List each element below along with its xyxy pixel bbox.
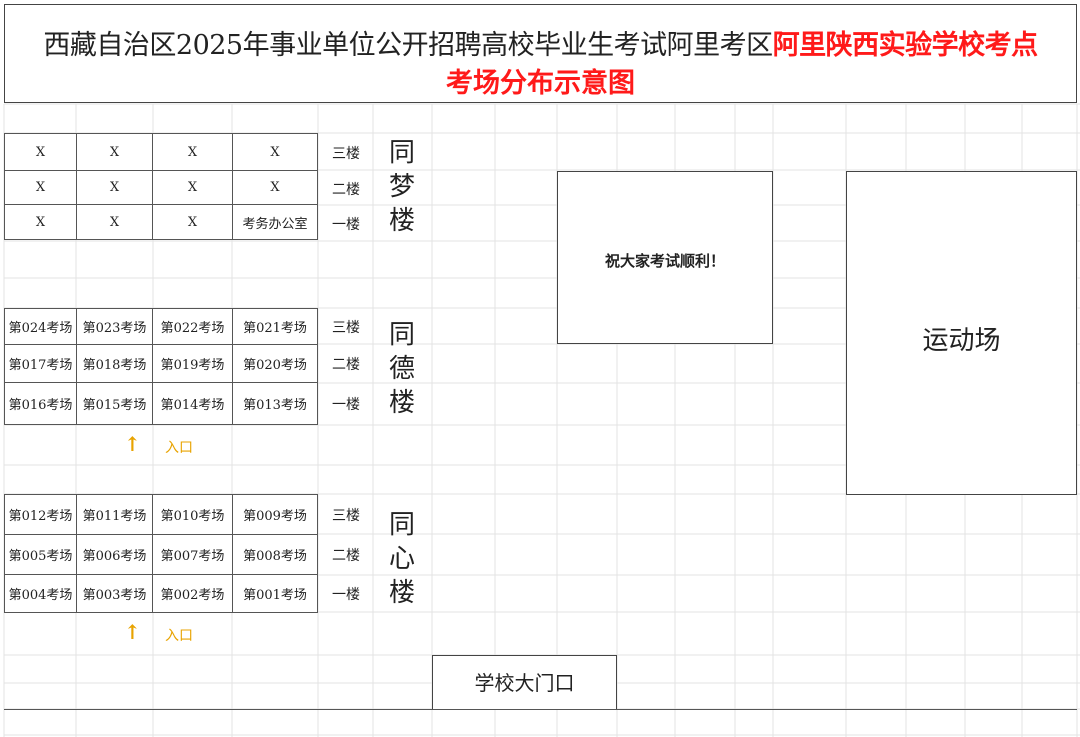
- room-cell: 第005考场: [4, 534, 77, 575]
- room-cell: X: [152, 204, 233, 240]
- floor-row-3: 第024考场 第023考场 第022考场 第021考场: [4, 308, 318, 345]
- room-cell: 第020考场: [232, 344, 318, 383]
- room-cell: X: [76, 204, 153, 240]
- floor-row-3: X X X X: [4, 133, 318, 171]
- room-cell: 第007考场: [152, 534, 233, 575]
- floor-row-1: X X X 考务办公室: [4, 204, 318, 240]
- building-name-char: 梦: [388, 172, 415, 202]
- good-luck-message-box: 祝大家考试顺利！: [557, 171, 773, 344]
- room-cell: 第017考场: [4, 344, 77, 383]
- building-name-char: 德: [388, 354, 415, 384]
- room-cell: 第019考场: [152, 344, 233, 383]
- room-cell: 第006考场: [76, 534, 153, 575]
- building-name-char: 楼: [388, 578, 415, 608]
- title-line-1: 西藏自治区2025年事业单位公开招聘高校毕业生考试阿里考区阿里陕西实验学校考点: [5, 23, 1076, 62]
- room-cell: 第009考场: [232, 494, 318, 535]
- floor-label: 二楼: [332, 548, 360, 564]
- room-cell: X: [152, 170, 233, 205]
- room-cell: 第011考场: [76, 494, 153, 535]
- room-cell: X: [232, 170, 318, 205]
- room-cell: 第002考场: [152, 574, 233, 613]
- floor-row-1: 第004考场 第003考场 第002考场 第001考场: [4, 574, 318, 613]
- floor-row-1: 第016考场 第015考场 第014考场 第013考场: [4, 382, 318, 425]
- room-cell: X: [76, 133, 153, 171]
- floor-label: 一楼: [332, 587, 360, 603]
- room-cell: 第022考场: [152, 308, 233, 345]
- room-cell: 第001考场: [232, 574, 318, 613]
- floor-label: 三楼: [332, 146, 360, 162]
- floor-row-2: X X X X: [4, 170, 318, 205]
- floor-label: 三楼: [332, 320, 360, 336]
- title-red-text: 阿里陕西实验学校考点: [772, 30, 1039, 61]
- room-cell: 第004考场: [4, 574, 77, 613]
- room-cell: X: [4, 170, 77, 205]
- floor-row-3: 第012考场 第011考场 第010考场 第009考场: [4, 494, 318, 535]
- room-cell: 第023考场: [76, 308, 153, 345]
- entrance-arrow-icon: ↑: [124, 620, 141, 644]
- room-cell: X: [152, 133, 233, 171]
- page-title: 西藏自治区2025年事业单位公开招聘高校毕业生考试阿里考区阿里陕西实验学校考点 …: [4, 4, 1077, 103]
- bottom-boundary-line: [4, 709, 1077, 710]
- room-cell: 第008考场: [232, 534, 318, 575]
- building-name-char: 同: [388, 138, 415, 168]
- room-cell: X: [4, 133, 77, 171]
- school-gate-box: 学校大门口: [432, 655, 617, 710]
- sports-field-label: 运动场: [922, 326, 1001, 356]
- room-cell: 第021考场: [232, 308, 318, 345]
- room-cell: 第018考场: [76, 344, 153, 383]
- floor-label: 一楼: [332, 397, 360, 413]
- room-cell: 第003考场: [76, 574, 153, 613]
- floor-label: 一楼: [332, 217, 360, 233]
- good-luck-message: 祝大家考试顺利！: [604, 252, 725, 270]
- floor-row-2: 第005考场 第006考场 第007考场 第008考场: [4, 534, 318, 575]
- building-name-tongxin: 同 心 楼: [380, 508, 424, 610]
- building-name-char: 同: [388, 510, 415, 540]
- room-cell: 第015考场: [76, 382, 153, 425]
- room-cell: X: [232, 133, 318, 171]
- building-name-char: 心: [388, 544, 415, 574]
- building-tongxin-table: 第012考场 第011考场 第010考场 第009考场 第005考场 第006考…: [4, 494, 318, 613]
- building-tongmeng-table: X X X X X X X X X X X 考务办公室: [4, 133, 318, 240]
- title-line-2: 考场分布示意图: [446, 68, 635, 99]
- room-cell: 第024考场: [4, 308, 77, 345]
- entrance-label: 入口: [165, 440, 193, 456]
- floor-label: 二楼: [332, 357, 360, 373]
- building-name-char: 楼: [388, 206, 415, 236]
- entrance-label: 入口: [165, 628, 193, 644]
- building-name-tongmeng: 同 梦 楼: [380, 136, 424, 238]
- floor-label: 三楼: [332, 508, 360, 524]
- building-name-char: 同: [388, 320, 415, 350]
- building-name-char: 楼: [388, 388, 415, 418]
- building-name-tongde: 同 德 楼: [380, 318, 424, 420]
- entrance-arrow-icon: ↑: [124, 432, 141, 456]
- floor-label: 二楼: [332, 182, 360, 198]
- room-cell: X: [4, 204, 77, 240]
- building-tongde-table: 第024考场 第023考场 第022考场 第021考场 第017考场 第018考…: [4, 308, 318, 425]
- title-black-text: 西藏自治区2025年事业单位公开招聘高校毕业生考试阿里考区: [43, 30, 773, 61]
- room-cell: 第013考场: [232, 382, 318, 425]
- sports-field-box: 运动场: [846, 171, 1077, 495]
- room-cell: 第012考场: [4, 494, 77, 535]
- floor-row-2: 第017考场 第018考场 第019考场 第020考场: [4, 344, 318, 383]
- room-cell: X: [76, 170, 153, 205]
- room-cell: 第010考场: [152, 494, 233, 535]
- school-gate-label: 学校大门口: [474, 671, 575, 695]
- room-cell: 第016考场: [4, 382, 77, 425]
- room-cell: 第014考场: [152, 382, 233, 425]
- room-cell: 考务办公室: [232, 204, 318, 240]
